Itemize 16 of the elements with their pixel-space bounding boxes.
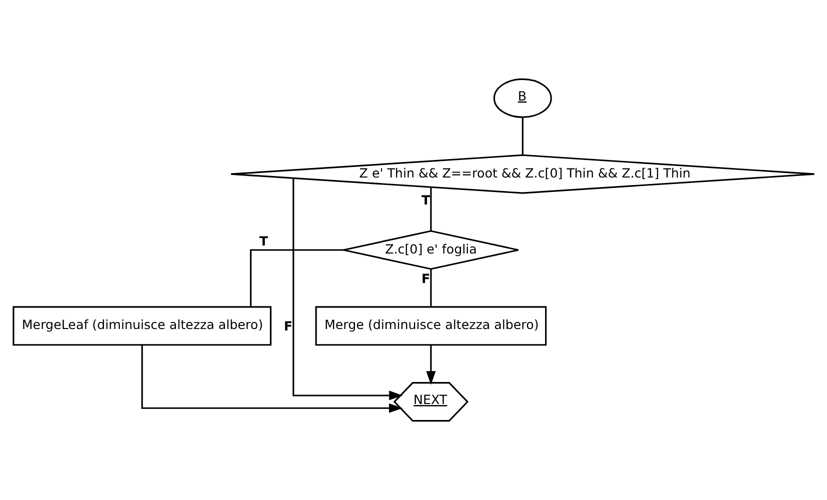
arrow — [426, 345, 436, 385]
arrow — [292, 178, 402, 400]
connector — [521, 117, 523, 155]
connector — [249, 249, 344, 307]
arrow — [140, 344, 402, 413]
node-diamond: Z e' Thin && Z==root && Z.c[0] Thin && Z.c[1] Thin — [230, 154, 815, 194]
edge-label: T — [258, 233, 268, 248]
node-ellipse: B — [492, 78, 552, 118]
edge-label: F — [283, 318, 292, 334]
edge-label: F — [420, 271, 430, 286]
node-box: Merge (diminuisce altezza albero) — [314, 306, 546, 346]
node-box: MergeLeaf (diminuisce altezza albero) — [12, 306, 271, 346]
connector — [430, 269, 432, 306]
connector — [430, 187, 432, 231]
node-diamond: Z.c[0] e' foglia — [342, 230, 519, 270]
edge-label: T — [420, 192, 430, 208]
